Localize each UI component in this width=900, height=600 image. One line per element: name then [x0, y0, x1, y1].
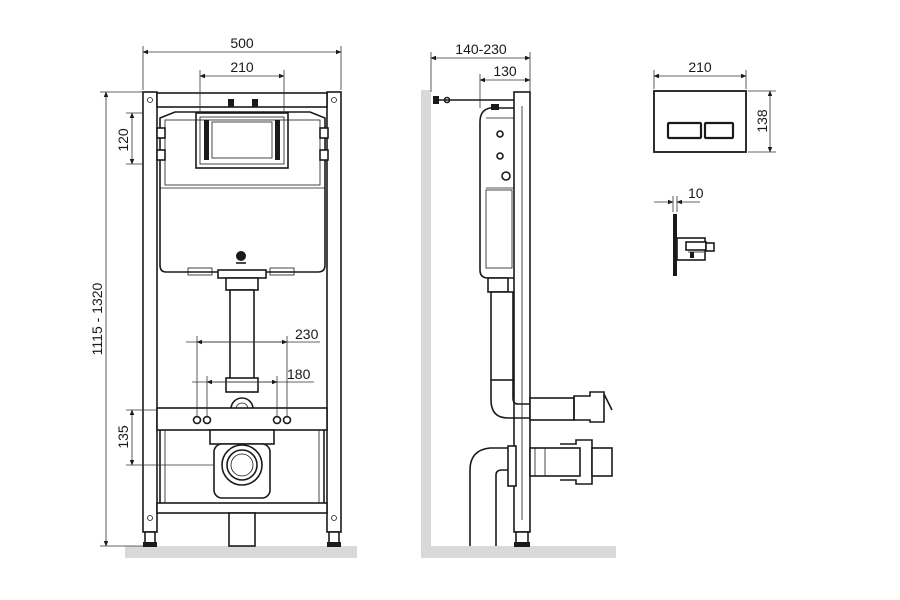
- flush-outlet: [529, 397, 575, 421]
- front-view: 500 210 1115 - 1320 120 230 180 135: [89, 35, 357, 558]
- dim-pipe-spacing-inner: 180: [287, 366, 311, 382]
- side-view: 140-230 130: [421, 41, 616, 558]
- drain-bend: [469, 447, 514, 546]
- dim-depth-range: 140-230: [455, 41, 507, 57]
- flush-plate-opening: [195, 112, 289, 169]
- drain-outlet: [529, 447, 581, 477]
- flush-plate-side-view: 10: [654, 185, 715, 276]
- flush-plate: [653, 90, 747, 153]
- dim-plate-thickness: 10: [688, 185, 704, 201]
- drain-connection: [213, 443, 271, 499]
- dim-flush-plate-width: 210: [230, 59, 254, 75]
- dim-bolt-height: 135: [115, 425, 131, 449]
- dim-plate-height: 138: [754, 109, 770, 133]
- dim-plate-width: 210: [688, 59, 712, 75]
- bottom-rail: [156, 502, 328, 514]
- plate-side-profile: [673, 214, 677, 276]
- flush-button-large: [703, 121, 735, 140]
- left-upright: [142, 91, 158, 533]
- dim-depth: 130: [493, 63, 517, 79]
- flush-pipe: [229, 289, 255, 383]
- side-flush-pipe: [490, 291, 514, 381]
- side-floor: [421, 546, 616, 558]
- dim-height-adjustable: 1115 - 1320: [89, 282, 105, 355]
- right-upright: [326, 91, 342, 533]
- top-rail: [156, 92, 328, 108]
- dim-plate-height: 120: [115, 128, 131, 152]
- flush-plate-view: 210 138: [653, 59, 776, 153]
- cistern-body: [159, 111, 326, 273]
- dim-pipe-spacing-outer: 230: [295, 326, 319, 342]
- cistern-side: [479, 107, 514, 279]
- side-wall: [421, 90, 431, 558]
- flush-button-small: [666, 121, 703, 140]
- dim-width-total: 500: [230, 35, 254, 51]
- front-floor: [125, 546, 357, 558]
- cross-brace: [156, 407, 328, 431]
